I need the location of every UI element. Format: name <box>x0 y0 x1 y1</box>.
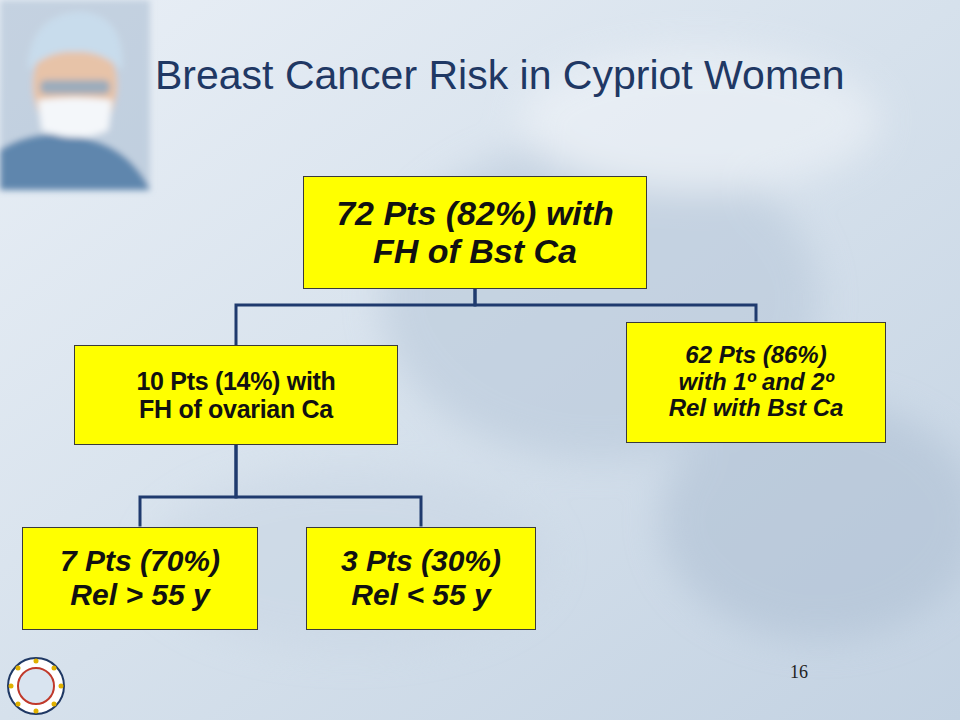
page-number: 16 <box>790 662 808 683</box>
process-box: 62 Pts (86%) with 1º and 2º Rel with Bst… <box>626 322 886 443</box>
process-box: 72 Pts (82%) with FH of Bst Ca <box>303 176 647 289</box>
connector-line <box>236 445 421 527</box>
surgeon-illustration <box>0 0 150 190</box>
connector-line <box>475 289 756 322</box>
box-label: 62 Pts (86%) with 1º and 2º Rel with Bst… <box>638 342 874 423</box>
box-label: 10 Pts (14%) with FH of ovarian Ca <box>86 367 386 423</box>
process-box: 3 Pts (30%) Rel < 55 y <box>306 527 536 630</box>
slide-title: Breast Cancer Risk in Cypriot Women <box>155 52 845 99</box>
university-logo <box>8 658 64 714</box>
connector-line <box>236 289 475 346</box>
box-label: 3 Pts (30%) Rel < 55 y <box>318 544 524 611</box>
process-box: 10 Pts (14%) with FH of ovarian Ca <box>74 345 398 445</box>
box-label: 7 Pts (70%) Rel > 55 y <box>34 544 246 611</box>
box-label: 72 Pts (82%) with FH of Bst Ca <box>319 194 631 270</box>
process-box: 7 Pts (70%) Rel > 55 y <box>22 527 258 630</box>
connector-line <box>140 445 236 527</box>
